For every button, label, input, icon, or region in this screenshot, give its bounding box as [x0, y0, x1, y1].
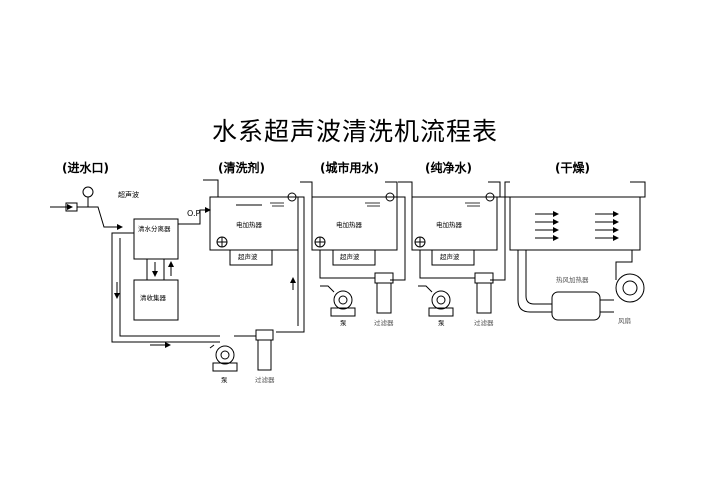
label-hot-air-heater: 热风加热器 — [556, 276, 589, 284]
pressure-gauge — [82, 186, 94, 198]
label-oil-separator: 清收集器 — [140, 294, 166, 302]
label-pump-1: 泵 — [221, 376, 228, 384]
label-pump-3: 泵 — [438, 319, 445, 327]
section-pure-water: (纯净水) — [425, 161, 472, 175]
hot-air-heater — [551, 291, 601, 321]
label-water-divider: 清水分离器 — [138, 225, 171, 233]
tank1-drain — [276, 196, 305, 333]
label-heater-2: 电加热器 — [336, 221, 362, 229]
section-cleaning: (清洗剂) — [218, 161, 265, 175]
hot-air-arrows — [535, 211, 619, 241]
label-op: O.P — [187, 209, 201, 218]
filter1-head — [255, 329, 274, 341]
tank2-ultrasonic — [332, 249, 376, 266]
page-title: 水系超声波清洗机流程表 — [211, 117, 498, 146]
filter2-body — [376, 282, 392, 314]
label-heater-1: 电加热器 — [236, 221, 262, 229]
filter3-body — [476, 282, 492, 314]
section-drying: (干燥) — [555, 161, 590, 175]
tank3-drain — [490, 196, 506, 281]
label-fan: 风扇 — [618, 317, 631, 325]
pump3 — [431, 290, 451, 310]
section-inlet: (进水口) — [62, 161, 109, 175]
pump2 — [333, 290, 353, 310]
water-divider-box — [133, 218, 179, 260]
tank2-lip — [300, 181, 313, 197]
label-filter-1: 过滤器 — [255, 376, 275, 384]
section-city-water: (城市用水) — [320, 161, 379, 175]
label-heater-3: 电加热器 — [436, 221, 462, 229]
filter2-head — [374, 272, 394, 284]
filter1-body — [257, 339, 272, 371]
label-ultrasonic: 超声波 — [118, 191, 139, 199]
tank1-ultrasonic — [229, 249, 273, 266]
loop-pipe-left — [111, 232, 220, 343]
drying-chamber — [504, 181, 646, 251]
tank1-nozzle — [287, 192, 297, 202]
tank2-drain — [390, 196, 406, 281]
label-filter-2: 过滤器 — [374, 319, 394, 327]
oil-separator-box — [133, 279, 179, 321]
label-filter-3: 过滤器 — [474, 319, 494, 327]
label-ultrasonic-unit-3: 超声波 — [440, 253, 460, 261]
pump1 — [215, 345, 235, 365]
return-duct — [517, 250, 552, 313]
label-ultrasonic-unit-2: 超声波 — [340, 253, 360, 261]
label-ultrasonic-unit-1: 超声波 — [238, 253, 258, 261]
inlet-pipe-b — [93, 206, 112, 228]
fan — [615, 273, 645, 303]
tank1-lip — [203, 179, 219, 197]
filter3-head — [474, 272, 494, 284]
label-pump-2: 泵 — [340, 319, 347, 327]
tank3-ultrasonic — [431, 249, 475, 266]
